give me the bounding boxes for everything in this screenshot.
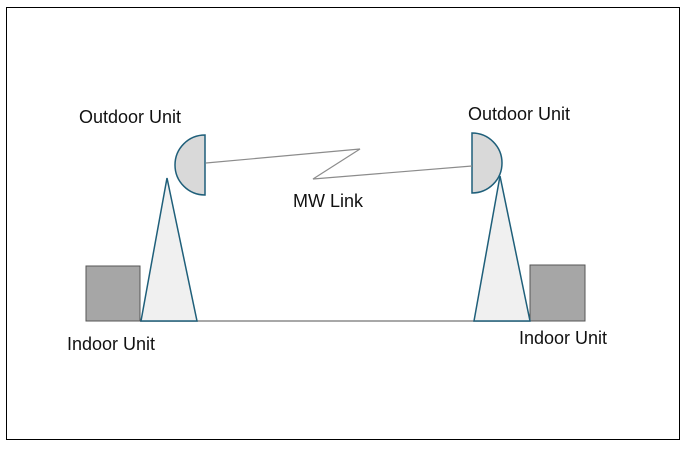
outdoor-unit-right-label: Outdoor Unit [468,104,571,124]
outdoor-unit-left-antenna [174,134,206,196]
indoor-unit-left-label: Indoor Unit [67,334,156,354]
tower-right [473,175,531,322]
indoor-unit-right-label: Indoor Unit [519,328,608,348]
outdoor-unit-left-label: Outdoor Unit [79,107,182,127]
tower-left [140,177,198,322]
mw-link-line [205,148,473,180]
indoor-unit-left-box [85,265,141,322]
mw-link-label: MW Link [293,191,364,211]
diagram-frame [6,7,680,440]
indoor-unit-right-box [529,264,586,322]
outdoor-unit-right-antenna [471,132,503,194]
